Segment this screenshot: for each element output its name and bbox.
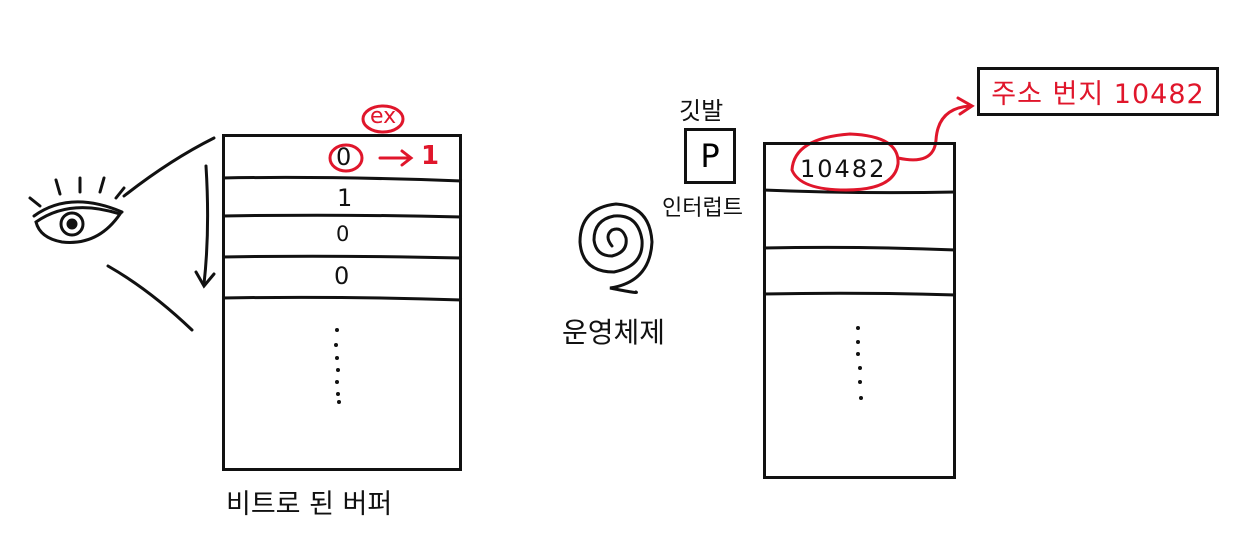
memory-buffer	[763, 142, 956, 479]
address-label: 주소 번지 10482	[991, 79, 1205, 110]
memory-row-lines	[762, 188, 957, 297]
scan-arrow	[194, 164, 216, 289]
address-box: 주소 번지 10482	[977, 67, 1219, 116]
eye-icon	[28, 176, 126, 244]
bit-buffer	[222, 134, 462, 471]
buffer-cell-2: 1	[337, 184, 353, 212]
view-line-bottom	[106, 264, 194, 332]
bit-change-arrow	[378, 149, 414, 167]
new-bit-value: 1	[421, 141, 440, 171]
flag-label: 깃발	[679, 97, 724, 125]
buffer-cell-1: 0	[336, 143, 352, 171]
os-label: 운영체제	[562, 316, 666, 349]
example-tag: ex	[370, 104, 397, 129]
address-arrow	[896, 96, 975, 162]
buffer-ellipsis	[334, 328, 341, 404]
memory-ellipsis	[856, 326, 863, 400]
interrupt-label: 인터럽트	[662, 196, 743, 221]
memory-value-circle	[790, 132, 900, 192]
buffer-caption: 비트로 된 버퍼	[226, 489, 393, 520]
buffer-cell-3: 0	[336, 222, 350, 246]
flag-letter: P	[700, 137, 720, 175]
os-spiral-icon	[578, 202, 654, 294]
memory-cell-value: 10482	[800, 155, 887, 183]
bit-circle	[328, 143, 364, 173]
flag-icon: P	[684, 128, 736, 184]
view-line-top	[122, 136, 216, 198]
buffer-cell-4: 0	[334, 262, 350, 290]
buffer-row-lines	[221, 175, 463, 302]
example-circle	[361, 104, 405, 134]
